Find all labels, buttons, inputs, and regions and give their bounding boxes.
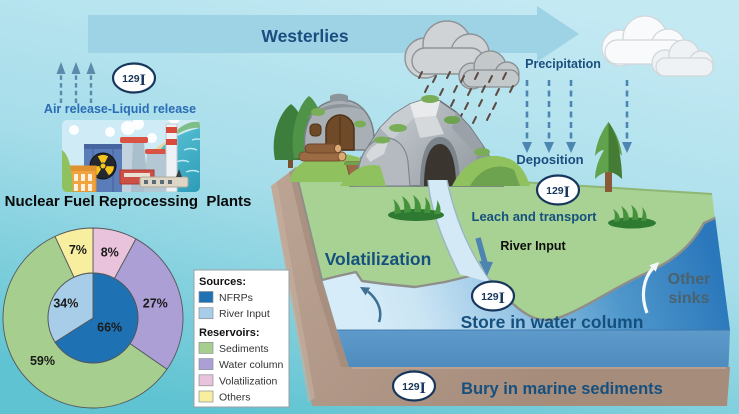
other-sinks-arrow [641, 262, 659, 314]
sea-water [322, 216, 730, 330]
svg-text:129I: 129I [546, 184, 570, 201]
pie-label-outer-sediments: 59% [30, 354, 55, 368]
mountain-scene [273, 93, 530, 187]
nested-pie-chart: 8% 27% 59% 7% 66% 34% [2, 227, 184, 409]
isotope-badge-bury: 129I [391, 370, 437, 402]
pie-slice-inner-river-input [47, 272, 94, 343]
svg-text:129I: 129I [402, 380, 426, 397]
deep-water-band [337, 330, 730, 367]
isotope-badge-plant: 129I [111, 62, 157, 94]
legend-swatch-water-column [198, 358, 214, 370]
land-left-edge [294, 167, 323, 281]
store-label: Store in water column [461, 312, 644, 332]
air-release-arrows [56, 62, 96, 103]
legend-item-volatilization: Volatilization [219, 375, 278, 387]
legend-section-header: Sources: [199, 276, 246, 288]
log [298, 143, 347, 162]
leach-label: Leach and transport [472, 209, 598, 224]
westerlies-label: Westerlies [261, 26, 348, 46]
grass-tufts [388, 195, 656, 229]
white-clouds [601, 15, 714, 77]
river-input-label: River Input [500, 239, 566, 253]
mountain [348, 95, 505, 187]
legend-swatch-nfrps [198, 291, 214, 303]
volatilization-arrow [360, 287, 382, 323]
bury-label: Bury in marine sediments [461, 380, 663, 398]
pie-label-inner-river-input: 34% [53, 297, 78, 311]
land-surface [295, 168, 715, 321]
sediment-face-shade [289, 168, 349, 367]
sediment-block [271, 168, 730, 406]
precipitation-label: Precipitation [525, 57, 601, 71]
volatilization-label: Volatilization [325, 249, 432, 269]
svg-text:129I: 129I [481, 290, 505, 307]
legend-item-water-column: Water column [219, 359, 284, 371]
pie-label-outer-others: 7% [69, 243, 87, 257]
legend-swatch-volatilization [198, 374, 214, 387]
legend-swatch-sediments [198, 342, 214, 354]
nuclear-plant-illustration [62, 120, 200, 192]
river-input-arrow [475, 237, 493, 276]
legend-item-sediments: Sediments [219, 343, 269, 355]
pie-slice-inner-nfrps [54, 272, 139, 364]
legend-item-river-input: River Input [219, 308, 270, 320]
isotope-badge-store: 129I [470, 280, 516, 312]
pie-label-outer-water-column: 27% [143, 297, 168, 311]
pine-tree [595, 122, 622, 192]
isotope-badge-leach: 129I [535, 174, 581, 206]
pie-label-inner-nfrps: 66% [97, 321, 122, 335]
rain-cloud [404, 20, 520, 124]
legend-section-header: Reservoirs: [199, 327, 260, 339]
stone-house [303, 93, 375, 151]
svg-text:129I: 129I [122, 72, 146, 89]
river [427, 179, 493, 284]
legend-swatch-river-input [198, 307, 214, 320]
legend-swatch-others [198, 390, 214, 403]
legend-item-nfrps: NFRPs [219, 292, 253, 304]
other-sinks-label-line1: Other [668, 271, 711, 288]
deposition-arrows [522, 80, 632, 153]
nfrp-title: Nuclear Fuel Reprocessing Plants [5, 193, 252, 210]
air-release-label: Air release-Liquid release [44, 102, 196, 116]
pie-label-outer-volatilization: 8% [101, 246, 119, 260]
deposition-label: Deposition [516, 152, 583, 167]
sediment-face-highlight [271, 182, 315, 402]
other-sinks-label-line2: sinks [669, 290, 710, 307]
legend-item-others: Others [219, 392, 251, 404]
